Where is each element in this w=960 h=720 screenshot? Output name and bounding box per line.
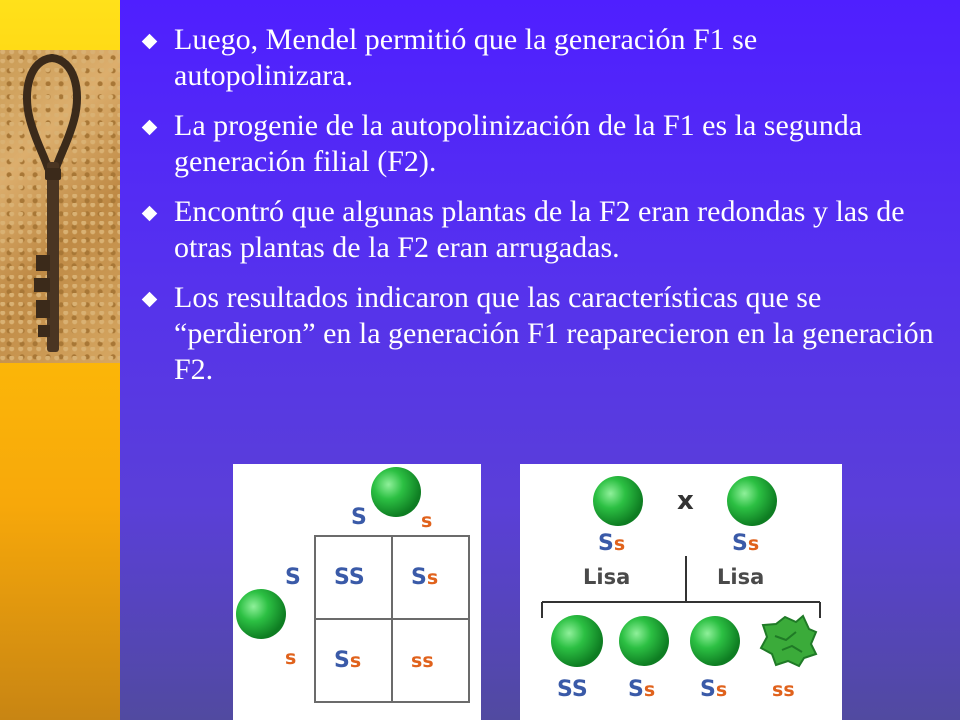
pea-seed-icon <box>236 589 286 639</box>
bullet-text: Encontró que algunas plantas de la F2 er… <box>174 195 905 264</box>
punnett-cell-ss: ss <box>411 650 434 672</box>
parent-genotype: Ss <box>598 531 625 556</box>
bullet-list: Luego, Mendel permitió que la generación… <box>140 22 940 402</box>
old-key-icon <box>23 54 81 352</box>
offspring-genotype: SS <box>557 677 588 702</box>
pea-seed-icon <box>593 476 643 526</box>
side-gamete-dominant: S <box>285 565 301 590</box>
side-gamete-recessive: s <box>285 647 296 669</box>
cross-bracket <box>541 556 821 618</box>
top-gamete-dominant: S <box>351 505 367 530</box>
punnett-cell-Ss: Ss <box>334 648 361 673</box>
pea-seed-icon <box>371 467 421 517</box>
wrinkled-pea-icon <box>759 614 818 668</box>
offspring-genotype: ss <box>772 679 795 701</box>
diamond-icon <box>141 119 158 136</box>
punnett-cell-SS: SS <box>334 565 365 590</box>
diamond-icon <box>141 205 158 222</box>
cross-symbol: x <box>677 486 694 516</box>
parent-phenotype-label: Lisa <box>717 565 764 589</box>
bullet-item: Los resultados indicaron que las caracte… <box>140 280 940 388</box>
bullet-item: La progenie de la autopolinización de la… <box>140 108 940 180</box>
bullet-text: Luego, Mendel permitió que la generación… <box>174 23 758 92</box>
bullet-text: Los resultados indicaron que las caracte… <box>174 281 934 386</box>
punnett-square-figure: S s S s SS Ss Ss ss <box>233 464 481 720</box>
diamond-icon <box>141 33 158 50</box>
bullet-item: Encontró que algunas plantas de la F2 er… <box>140 194 940 266</box>
bullet-item: Luego, Mendel permitió que la generación… <box>140 22 940 94</box>
cross-diagram-figure: x Ss Ss Lisa Lisa SS <box>520 464 842 720</box>
punnett-cell-Ss: Ss <box>411 565 438 590</box>
parent-genotype: Ss <box>732 531 759 556</box>
pea-seed-icon <box>727 476 777 526</box>
top-gamete-recessive: s <box>421 510 432 532</box>
pea-seed-icon <box>551 615 603 667</box>
offspring-genotype: Ss <box>700 677 727 702</box>
pea-seed-icon <box>690 616 740 666</box>
parent-phenotype-label: Lisa <box>583 565 630 589</box>
diamond-icon <box>141 291 158 308</box>
pea-seed-icon <box>619 616 669 666</box>
offspring-genotype: Ss <box>628 677 655 702</box>
punnett-grid <box>314 535 470 703</box>
bullet-text: La progenie de la autopolinización de la… <box>174 109 863 178</box>
key-photo <box>0 50 120 363</box>
